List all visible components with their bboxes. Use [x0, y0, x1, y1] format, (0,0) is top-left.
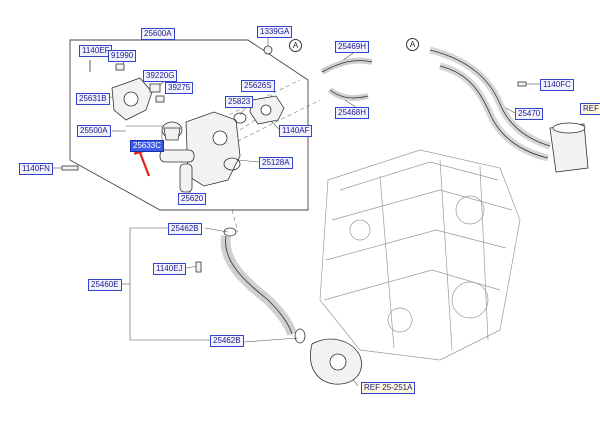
label-bolt-side[interactable]: 1140AF [279, 125, 313, 137]
label-plug[interactable]: 39275 [165, 82, 194, 94]
label-pipe-assembly[interactable]: 25470 [515, 108, 544, 120]
label-hose-upper[interactable]: 25469H [335, 41, 370, 53]
label-gasket-selected[interactable]: 25633C [130, 140, 165, 152]
label-pipe-clamp-top[interactable]: 25462B [168, 223, 202, 235]
callout-a-right: A [406, 38, 419, 51]
label-ref-right[interactable]: REF [580, 103, 600, 115]
part-drawings [61, 45, 589, 385]
assembly-frame [69, 39, 309, 211]
label-hose-lower[interactable]: 25468H [335, 107, 370, 119]
label-ref-pump[interactable]: REF 25-251A [361, 382, 416, 394]
callout-a-left: A [289, 39, 302, 52]
label-oring-upper[interactable]: 25823 [225, 96, 254, 108]
red-arrow-shaft [137, 149, 151, 177]
label-thermostat-assembly[interactable]: 25600A [141, 28, 175, 40]
label-bolt-mid[interactable]: 1140EJ [153, 263, 186, 275]
label-water-pipe[interactable]: 25460E [88, 279, 122, 291]
label-seal-ring[interactable]: 25128A [259, 157, 293, 169]
label-housing-cover[interactable]: 25631B [76, 93, 110, 105]
engine-block [319, 149, 521, 361]
label-bolt-right[interactable]: 1140FC [540, 79, 574, 91]
label-thermostat[interactable]: 25500A [77, 125, 111, 137]
label-connector-bolt[interactable]: 1339GA [257, 26, 293, 38]
label-bolt-left[interactable]: 1140FN [19, 163, 53, 175]
label-temp-sensor[interactable]: 39220G [143, 70, 178, 82]
label-pipe-clamp-bottom[interactable]: 25462B [210, 335, 244, 347]
label-pipe-fitting[interactable]: 25626S [241, 80, 275, 92]
label-housing[interactable]: 25620 [178, 193, 207, 205]
label-nut-top[interactable]: 91990 [108, 50, 137, 62]
